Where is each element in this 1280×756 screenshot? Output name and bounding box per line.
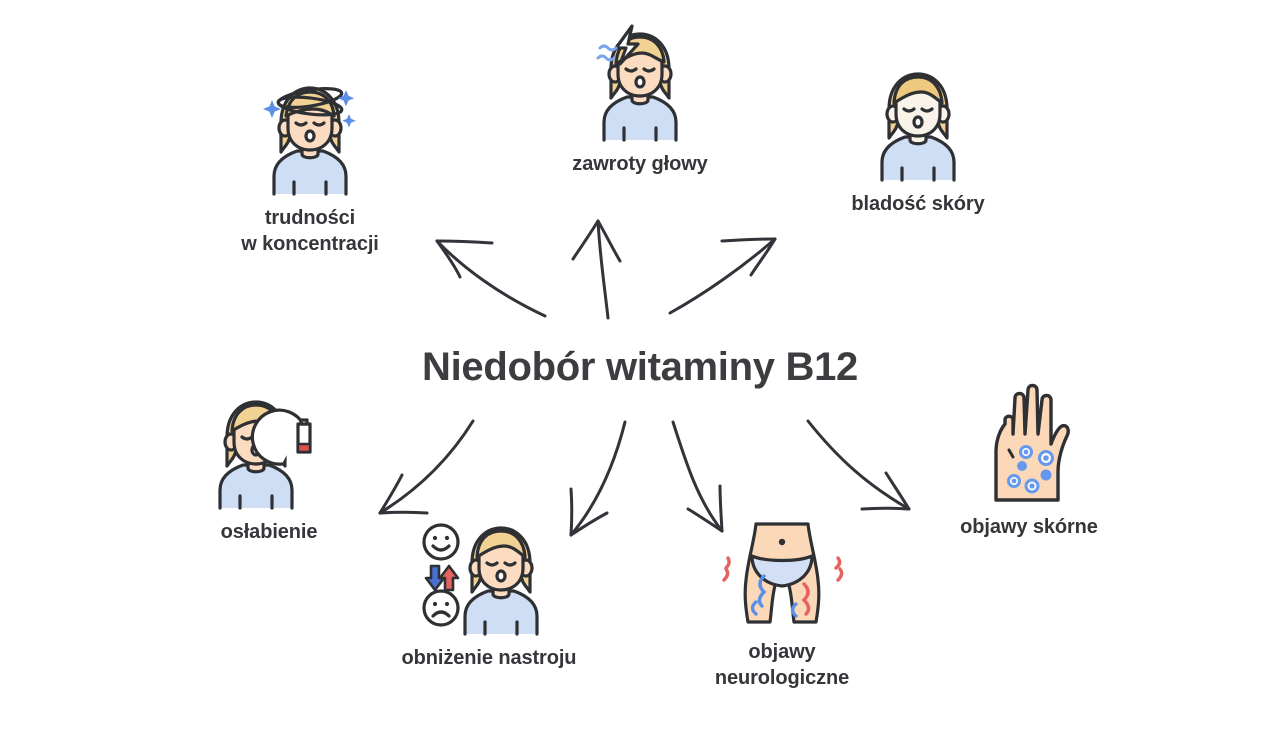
symptom-weakness: osłabienie [176, 392, 362, 546]
arrow-to-skin [806, 419, 911, 511]
symptom-label: objawy neurologiczne [714, 641, 850, 689]
headache-woman-icon [580, 22, 700, 142]
low-battery-woman-icon [204, 392, 334, 510]
pale-woman-icon [858, 62, 978, 182]
arrow-to-dizziness [571, 219, 622, 320]
arrow-to-weakness [378, 419, 475, 515]
symptom-label: obniżenie nastroju [401, 647, 577, 669]
mood-swing-woman-icon [419, 516, 559, 636]
symptom-neurological: objawy neurologiczne [694, 520, 870, 691]
spotted-hand-icon [974, 380, 1084, 505]
arrow-to-pale-skin [668, 237, 777, 315]
hips-nerve-pain-icon [712, 520, 852, 630]
symptom-dizziness: zawroty głowy [540, 22, 740, 178]
symptom-skin: objawy skórne [936, 380, 1122, 541]
symptom-concentration: trudności w koncentracji [196, 76, 424, 257]
page-title: Niedobór witaminy B12 [421, 345, 858, 389]
symptom-label: trudności w koncentracji [241, 207, 379, 255]
symptom-label: objawy skórne [960, 516, 1098, 538]
symptom-label: osłabienie [220, 521, 318, 543]
dizzy-woman-icon [250, 76, 370, 196]
symptom-label: bladość skóry [851, 193, 985, 215]
symptom-label: zawroty głowy [572, 153, 708, 175]
symptom-mood: obniżenie nastroju [378, 516, 600, 672]
symptom-pale-skin: bladość skóry [818, 62, 1018, 218]
arrow-to-concentration [435, 239, 547, 318]
arrow-to-neurological [671, 420, 724, 533]
